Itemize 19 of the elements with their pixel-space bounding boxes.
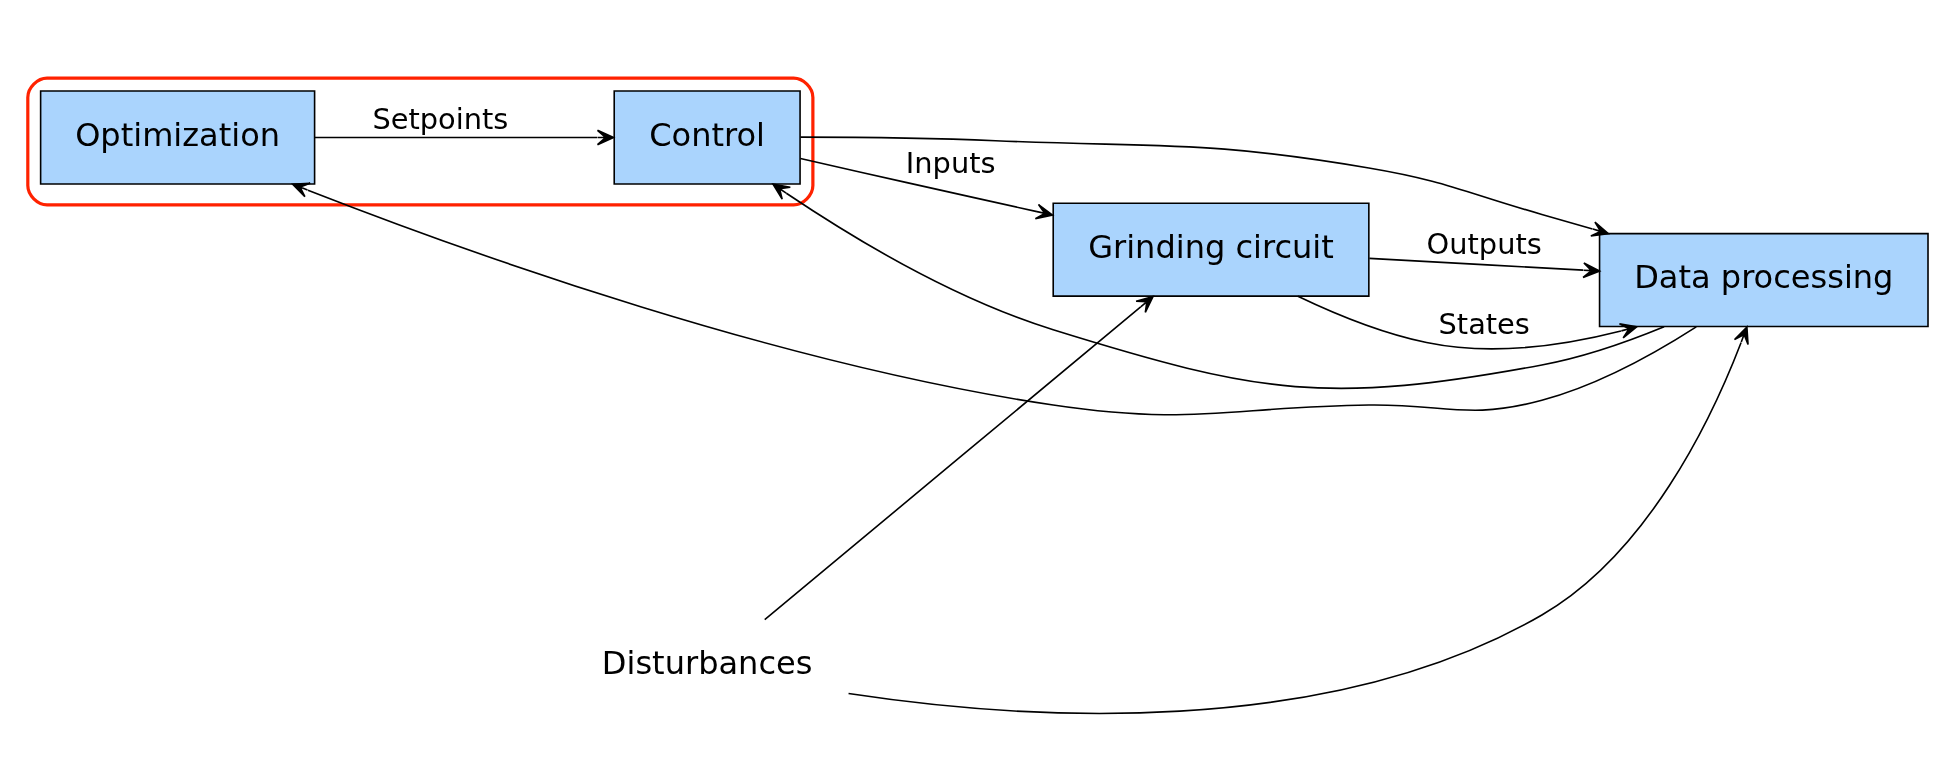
node-box: Grinding circuit <box>1052 202 1370 297</box>
arrow <box>1368 257 1601 279</box>
cluster <box>26 76 815 207</box>
arrow <box>313 129 615 146</box>
arrow <box>799 157 1054 220</box>
node-box: Control <box>613 90 801 185</box>
edge-label: Setpoints <box>372 101 509 136</box>
arrow <box>847 326 1749 715</box>
edge-label: Inputs <box>905 146 996 181</box>
arrow <box>291 182 1698 416</box>
node-box: Optimization <box>39 90 316 185</box>
node-text: Disturbances <box>601 644 813 683</box>
node-box: Data processing <box>1598 232 1929 328</box>
edge-label: Outputs <box>1426 226 1542 261</box>
arrow <box>1297 295 1638 350</box>
arrow <box>772 183 1665 390</box>
arrow <box>799 136 1610 237</box>
edge-label: States <box>1438 306 1530 341</box>
arrow <box>763 295 1154 621</box>
